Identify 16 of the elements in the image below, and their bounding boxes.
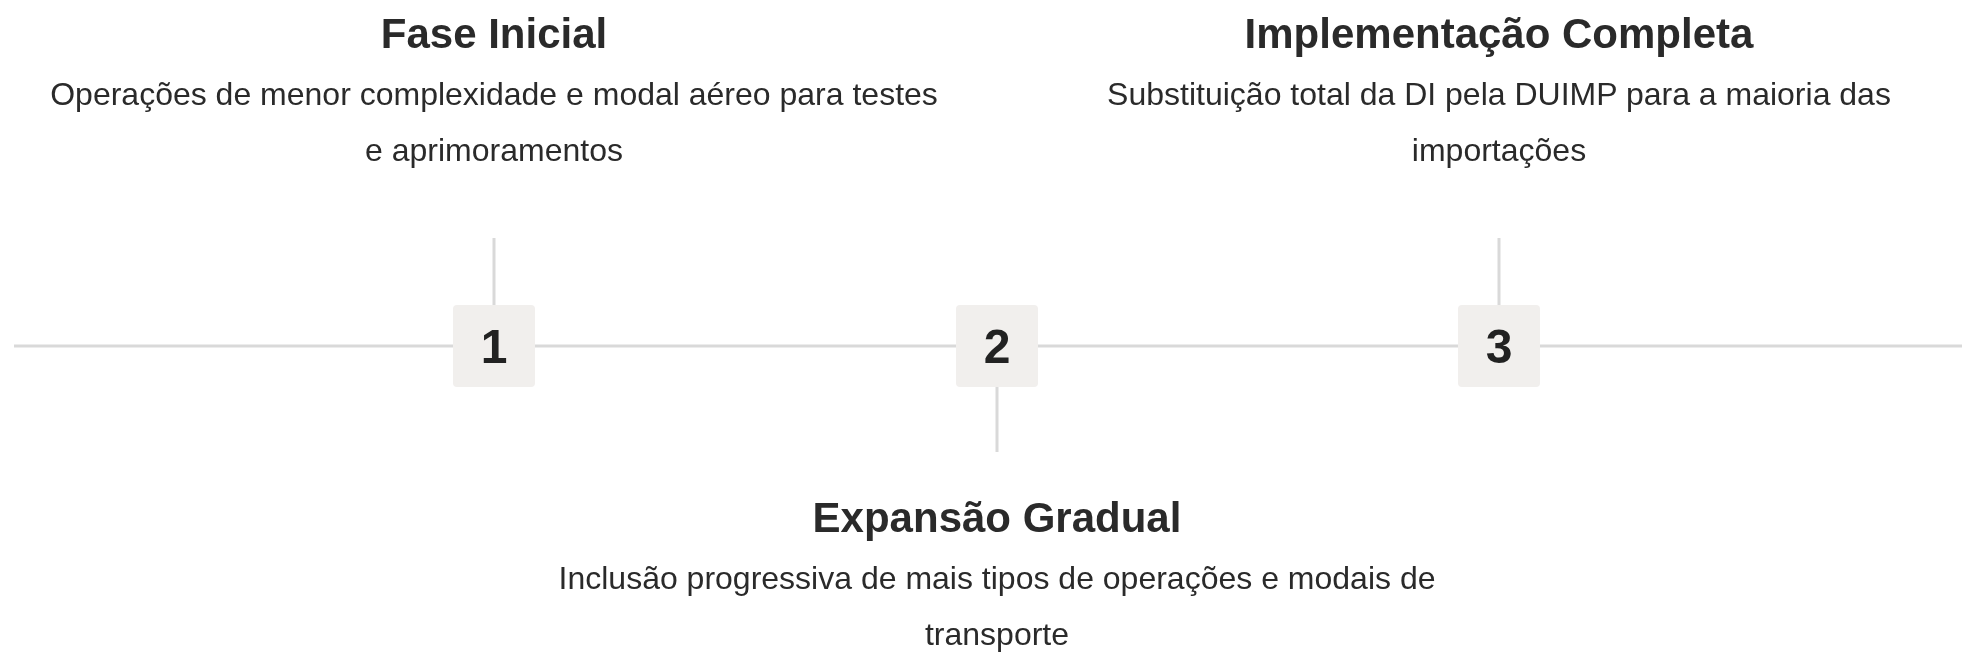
milestone-title: Expansão Gradual bbox=[812, 493, 1182, 543]
leader-line bbox=[492, 238, 496, 305]
timeline-line bbox=[1540, 344, 1962, 348]
step-number: 2 bbox=[956, 305, 1038, 387]
milestone-title: Implementação Completa bbox=[1244, 9, 1754, 59]
leader-line bbox=[1497, 238, 1501, 305]
leader-line bbox=[995, 387, 999, 452]
step-number: 1 bbox=[453, 305, 535, 387]
step-number: 3 bbox=[1458, 305, 1540, 387]
milestone-description: Operações de menor complexidade e modal aéreo para testes e aprimoramentos bbox=[49, 75, 939, 170]
timeline-line bbox=[535, 344, 956, 348]
milestone-title: Fase Inicial bbox=[380, 9, 608, 59]
milestone-description: Substituição total da DI pela DUIMP para a maioria das importações bbox=[1106, 75, 1892, 170]
milestone-description: Inclusão progressiva de mais tipos de operações e modais de transporte bbox=[557, 559, 1437, 654]
timeline-line bbox=[1038, 344, 1458, 348]
timeline-line bbox=[14, 344, 453, 348]
